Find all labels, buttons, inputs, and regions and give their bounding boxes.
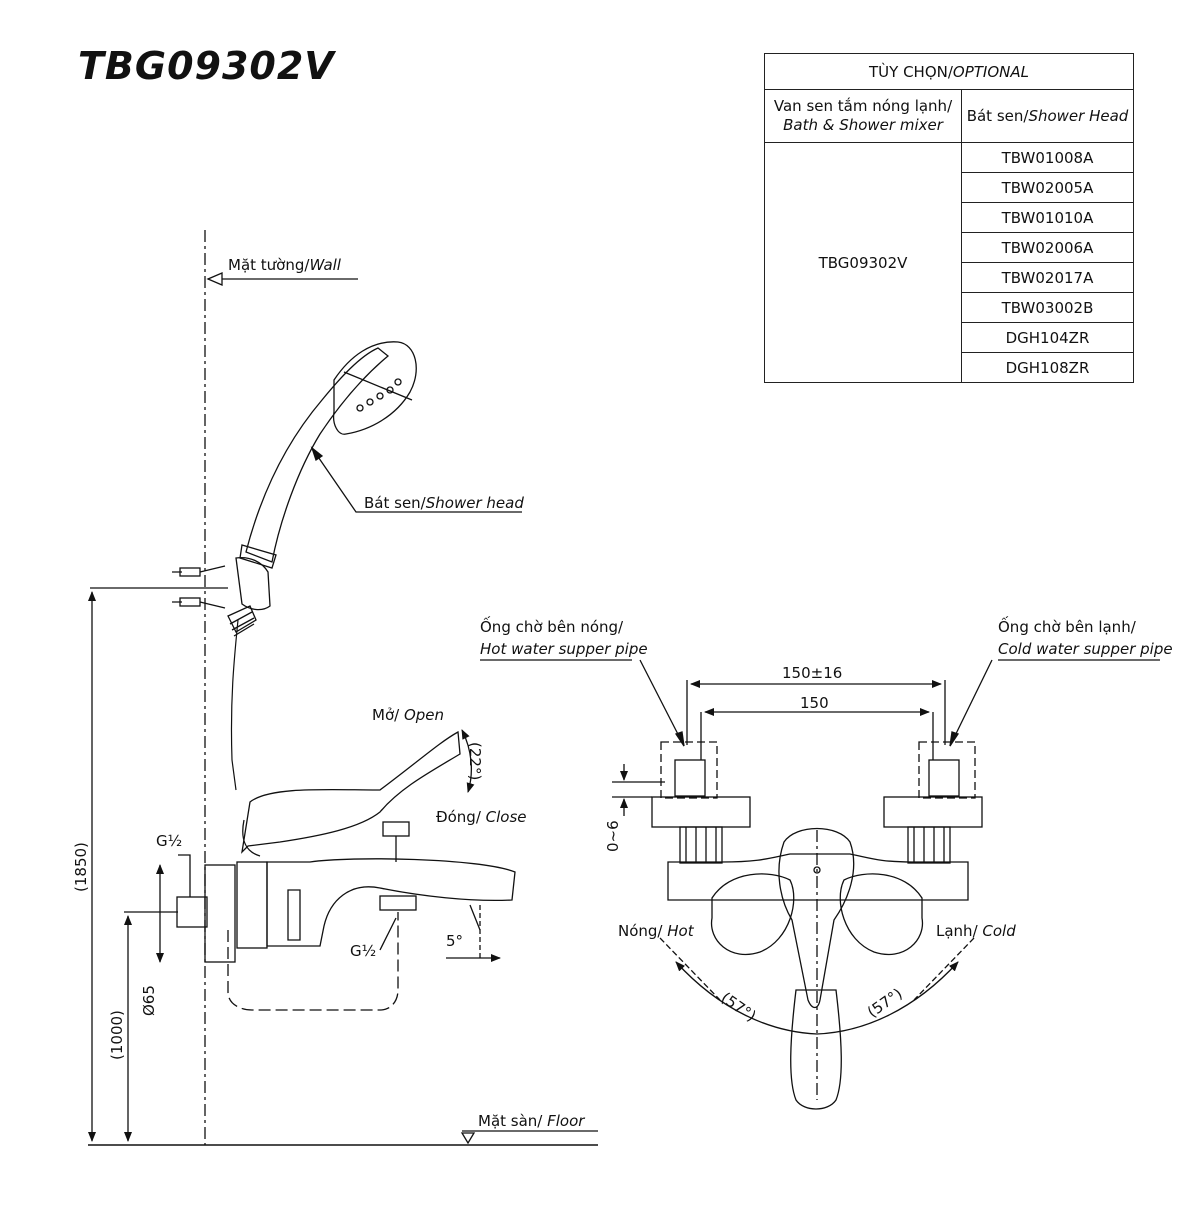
shower-head-face xyxy=(332,341,417,435)
cold-pipe-outline xyxy=(918,741,976,799)
table-row: TBW03002B xyxy=(961,292,1134,323)
model-title: TBG09302V xyxy=(78,44,335,88)
inlet-thread xyxy=(176,896,208,928)
col-showerhead-header: Bát sen/Shower Head xyxy=(961,89,1134,143)
shower-hose xyxy=(230,619,239,791)
angle-right-label: (57°) xyxy=(864,985,906,1022)
inlet-thread-label: G½ xyxy=(156,832,182,850)
table-row: TBW01008A xyxy=(961,142,1134,173)
hot-pipe-label-vn: Ống chờ bên nóng/ xyxy=(480,615,624,636)
outlet-thread-label: G½ xyxy=(350,942,376,960)
mixer-model-cell: TBG09302V xyxy=(764,142,962,383)
hot-pipe-label-en: Hot water supper pipe xyxy=(480,640,648,658)
dim-inner-label: 150 xyxy=(800,694,829,712)
outlet-thread xyxy=(379,895,417,911)
floor-label: Mặt sàn/ Floor xyxy=(478,1112,585,1130)
diverter-knob xyxy=(382,821,410,837)
dim-outer-label: 150±16 xyxy=(782,664,842,682)
shower-head-label: Bát sen/Shower head xyxy=(364,494,524,512)
floor-marker-icon xyxy=(460,1132,476,1145)
lever-handle xyxy=(790,989,842,1110)
table-row: DGH108ZR xyxy=(961,352,1134,383)
cold-label: Lạnh/ Cold xyxy=(936,922,1016,940)
wall-label: Mặt tường/Wall xyxy=(228,256,342,274)
rotation-arc xyxy=(675,961,959,1035)
hot-pipe-outline xyxy=(660,741,718,799)
shower-handle xyxy=(245,347,390,563)
table-row: TBW02017A xyxy=(961,262,1134,293)
wall-cover xyxy=(204,864,236,963)
close-label: Đóng/ Close xyxy=(436,808,527,826)
hot-label: Nóng/ Hot xyxy=(618,922,695,940)
cold-pipe-label-en: Cold water supper pipe xyxy=(998,640,1173,658)
lever-left-wing xyxy=(710,873,795,956)
side-view xyxy=(88,230,598,1146)
table-header: TÙY CHỌN/OPTIONAL xyxy=(764,53,1134,90)
table-row: TBW02006A xyxy=(961,232,1134,263)
front-mixer-body xyxy=(667,853,969,901)
angle-left-label: (57°) xyxy=(718,989,760,1026)
dim-cover-label: Ø65 xyxy=(140,985,158,1016)
dim-total-label: (1850) xyxy=(72,842,90,892)
wall-arrow-icon xyxy=(206,272,223,286)
shower-head-leader xyxy=(311,447,522,513)
dim-mixer-label: (1000) xyxy=(108,1010,126,1060)
dim-offset-label: 0~6 xyxy=(604,820,622,852)
table-row: DGH104ZR xyxy=(961,322,1134,353)
lever-right-wing xyxy=(839,873,924,956)
cold-pipe-label-vn: Ống chờ bên lạnh/ xyxy=(998,615,1137,636)
open-label: Mở/ Open xyxy=(372,706,444,724)
spout-angle-label: 5° xyxy=(446,932,463,950)
front-view xyxy=(480,659,1160,1110)
lever-angle-label: (22°) xyxy=(466,742,484,780)
mixer-lever xyxy=(241,730,461,854)
optional-table: TÙY CHỌN/OPTIONAL Van sen tắm nóng lạnh/… xyxy=(764,53,1134,383)
mixer-body xyxy=(266,858,516,947)
lever-center xyxy=(778,827,855,1009)
